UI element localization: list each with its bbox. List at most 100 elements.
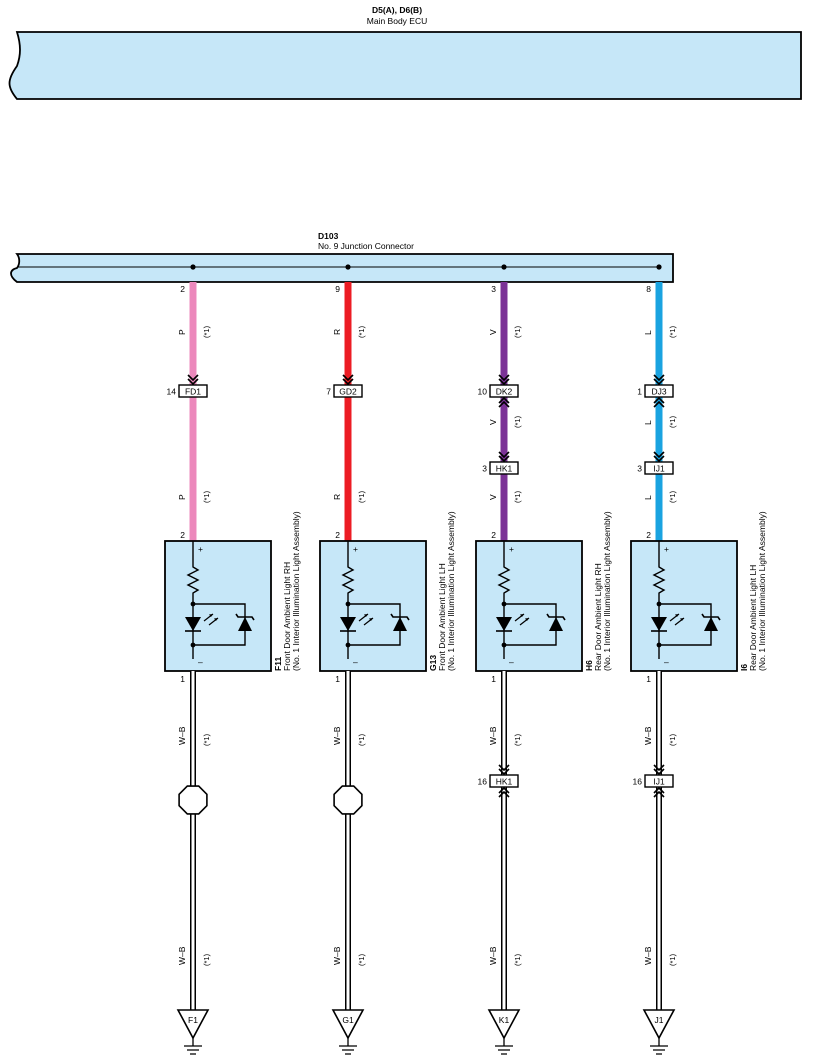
wire-color-label: W–B [488, 946, 498, 965]
main-ecu-name: Main Body ECU [367, 16, 427, 26]
junction-node [656, 264, 662, 270]
device-subname: (No. 1 Interior Illumination Light Assem… [757, 511, 767, 671]
zener-diode-icon [549, 617, 563, 631]
ground-triangle-icon [331, 1009, 365, 1040]
wire-color-label: W–B [177, 726, 187, 745]
resistor-icon [186, 555, 200, 604]
connector-pin: 16 [633, 777, 643, 787]
light-arrowhead-icon [520, 614, 529, 621]
connector-label: DK2 [496, 387, 513, 397]
connector-chevron-icon [498, 786, 510, 798]
device-code: H6 [584, 660, 594, 671]
earth-ground-icon [650, 1038, 668, 1055]
device-name: Rear Door Ambient Light LH [748, 565, 758, 671]
light-arrowhead-icon [675, 614, 684, 621]
wire-note-mark: (*1) [513, 733, 522, 746]
connector-label: HK1 [496, 777, 513, 787]
splice-point-icon [178, 785, 208, 815]
junction-pin: 2 [180, 284, 185, 294]
device-pin-plus: 2 [646, 530, 651, 540]
device-pin-minus: 1 [646, 674, 651, 684]
wire-color-label: V [488, 329, 498, 335]
wire-color-label: V [488, 494, 498, 500]
wire-note-mark: (*1) [357, 953, 366, 966]
junction-node [190, 264, 196, 270]
junction-pin: 3 [491, 284, 496, 294]
zener-diode-icon [393, 617, 407, 631]
device-name: Rear Door Ambient Light RH [593, 563, 603, 671]
device-node [190, 642, 196, 648]
device-node [656, 642, 662, 648]
earth-ground-icon [495, 1038, 513, 1055]
device-box [630, 540, 738, 672]
device-subname: (No. 1 Interior Illumination Light Assem… [602, 511, 612, 671]
earth-ground-icon [339, 1038, 357, 1055]
connector-label: HK1 [496, 464, 513, 474]
connector-chevron-icon [653, 451, 665, 463]
connector-pin: 3 [637, 464, 642, 474]
device-pin-plus: 2 [335, 530, 340, 540]
device-box [319, 540, 427, 672]
ground-label: G1 [342, 1015, 354, 1025]
wire-color-label: P [177, 329, 187, 335]
connector-pin: 10 [478, 387, 488, 397]
device-subname: (No. 1 Interior Illumination Light Assem… [446, 511, 456, 671]
ground-triangle-icon [642, 1009, 676, 1040]
wire-color-label: L [643, 420, 653, 425]
device-node [501, 642, 507, 648]
wire-color-label: W–B [177, 946, 187, 965]
connector-chevron-icon [498, 396, 510, 408]
device-minus-mark: – [509, 657, 514, 667]
resistor-icon [652, 555, 666, 604]
wire-note-mark: (*1) [668, 733, 677, 746]
device-node [345, 642, 351, 648]
connector-chevron-icon [653, 374, 665, 386]
connector-pin: 1 [637, 387, 642, 397]
zener-diode-icon [238, 617, 252, 631]
connector-chevron-icon [187, 374, 199, 386]
wire-note-mark: (*1) [668, 415, 677, 428]
connector-pin: 14 [167, 387, 177, 397]
device-pin-minus: 1 [335, 674, 340, 684]
device-box [164, 540, 272, 672]
junction-connector-body [10, 253, 674, 283]
connector-pin: 16 [478, 777, 488, 787]
junction-node [501, 264, 507, 270]
splice-point-icon [333, 785, 363, 815]
wire-note-mark: (*1) [202, 325, 211, 338]
device-name: Front Door Ambient Light LH [437, 563, 447, 671]
wire-color-label: V [488, 419, 498, 425]
wire-note-mark: (*1) [357, 325, 366, 338]
wire-color-label: R [332, 329, 342, 335]
junction-pin: 8 [646, 284, 651, 294]
device-code: F11 [273, 657, 283, 671]
connector-label: IJ1 [653, 777, 665, 787]
connector-chevron-icon [653, 786, 665, 798]
connector-label: FD1 [185, 387, 201, 397]
ground-label: K1 [499, 1015, 510, 1025]
wire-color-label: W–B [488, 726, 498, 745]
light-arrowhead-icon [209, 614, 218, 621]
wire-note-mark: (*1) [668, 953, 677, 966]
earth-ground-icon [184, 1038, 202, 1055]
device-name: Front Door Ambient Light RH [282, 562, 292, 671]
connector-pin: 3 [482, 464, 487, 474]
wire-color-label: W–B [332, 946, 342, 965]
wire-note-mark: (*1) [202, 490, 211, 503]
device-subname: (No. 1 Interior Illumination Light Assem… [291, 511, 301, 671]
wire-color-label: W–B [643, 946, 653, 965]
zener-diode-icon [704, 617, 718, 631]
device-minus-mark: – [198, 657, 203, 667]
device-pin-plus: 2 [491, 530, 496, 540]
main-ecu-body [8, 31, 802, 100]
wire-note-mark: (*1) [513, 325, 522, 338]
device-code: G13 [428, 655, 438, 671]
device-plus-mark: + [198, 544, 203, 554]
device-minus-mark: – [664, 657, 669, 667]
junction-code: D103 [318, 231, 339, 241]
device-pin-plus: 2 [180, 530, 185, 540]
zener-bar [390, 613, 410, 621]
